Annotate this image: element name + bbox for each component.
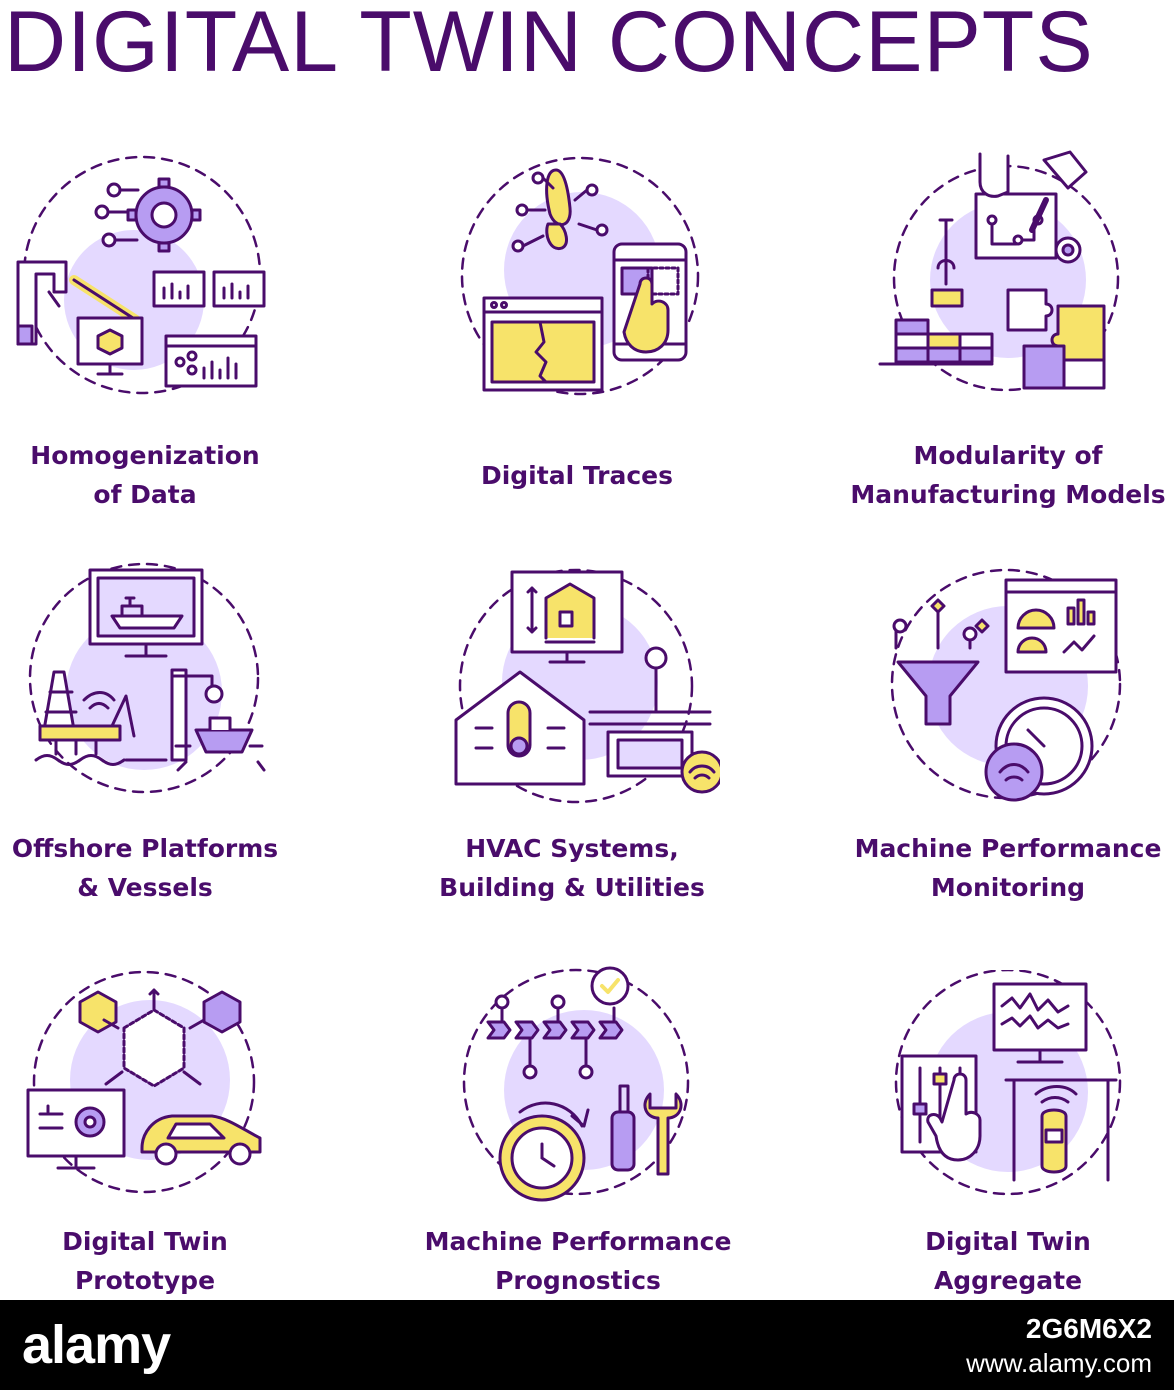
- label-line-2: of Data: [93, 480, 197, 509]
- label-line-1: Modularity of: [913, 441, 1103, 470]
- label-line-1: Machine Performance: [424, 1227, 732, 1256]
- aggregate-icon: [890, 968, 1130, 1215]
- performance-monitoring-icon: [886, 568, 1126, 813]
- modularity-icon: [878, 150, 1138, 415]
- label-digital-traces: Digital Traces: [387, 456, 767, 495]
- label-line-1: Digital Traces: [480, 461, 674, 490]
- label-offshore: Offshore Platforms & Vessels: [0, 829, 335, 907]
- label-line-2: & Vessels: [77, 873, 213, 902]
- label-line-2: Aggregate: [933, 1266, 1083, 1295]
- label-aggregate: Digital Twin Aggregate: [818, 1222, 1174, 1300]
- label-prototype: Digital Twin Prototype: [0, 1222, 335, 1300]
- watermark-footer: alamy 2G6M6X2 www.alamy.com: [0, 1300, 1174, 1390]
- prognostics-icon: [460, 962, 700, 1217]
- image-id: 2G6M6X2: [1025, 1313, 1152, 1344]
- label-line-2: Monitoring: [930, 873, 1086, 902]
- homogenization-icon: [14, 150, 284, 415]
- label-prognostics: Machine Performance Prognostics: [388, 1222, 768, 1300]
- label-hvac: HVAC Systems, Building & Utilities: [382, 829, 762, 907]
- alamy-logo: alamy: [22, 1315, 171, 1375]
- digital-traces-icon: [452, 150, 712, 415]
- label-line-1: Machine Performance: [854, 834, 1162, 863]
- label-modularity: Modularity of Manufacturing Models: [818, 436, 1174, 514]
- footer-info: 2G6M6X2 www.alamy.com: [966, 1312, 1152, 1380]
- label-performance-monitoring: Machine Performance Monitoring: [818, 829, 1174, 907]
- hvac-icon: [450, 562, 724, 817]
- offshore-icon: [26, 562, 266, 807]
- label-line-2: Prognostics: [495, 1266, 661, 1295]
- page-title: DIGITAL TWIN CONCEPTS: [4, 0, 1094, 90]
- label-line-2: Building & Utilities: [439, 873, 705, 902]
- label-line-2: Prototype: [74, 1266, 216, 1295]
- label-line-2: Manufacturing Models: [850, 480, 1166, 509]
- prototype-icon: [18, 968, 278, 1213]
- label-line-1: Digital Twin: [62, 1227, 228, 1256]
- label-line-1: Digital Twin: [925, 1227, 1091, 1256]
- footer-url: www.alamy.com: [966, 1348, 1152, 1378]
- label-line-1: Homogenization: [30, 441, 260, 470]
- label-line-1: HVAC Systems,: [465, 834, 679, 863]
- label-line-1: Offshore Platforms: [11, 834, 279, 863]
- label-homogenization: Homogenization of Data: [0, 436, 335, 514]
